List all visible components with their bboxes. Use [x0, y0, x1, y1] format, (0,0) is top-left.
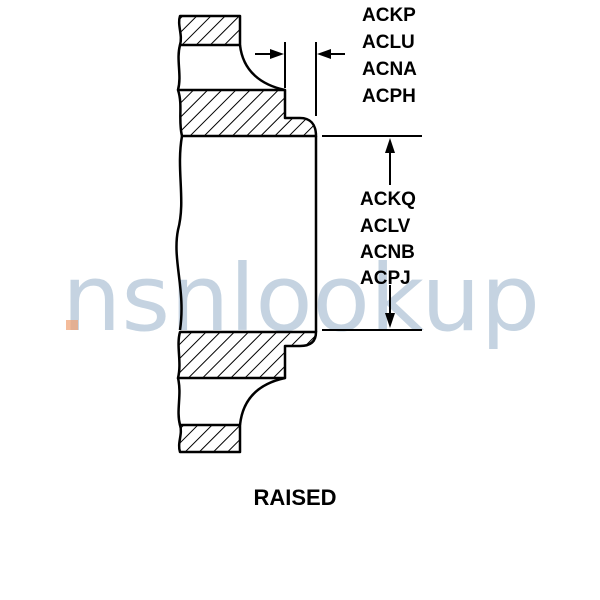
flange-section	[175, 14, 318, 454]
label-side-1: ACKQ	[360, 189, 416, 210]
raised-face-diameter-dimension	[322, 135, 422, 331]
side-label-group: ACKQ ACLV ACNB ACPJ	[360, 189, 416, 289]
dim-arrowhead-down	[385, 313, 395, 328]
label-side-4: ACPJ	[360, 268, 411, 289]
raised-face-dimension	[255, 42, 345, 116]
watermark-dot	[66, 320, 78, 330]
bottom-flange-tip	[177, 423, 242, 454]
dim-arrowhead-up	[385, 138, 395, 153]
label-top-3: ACNA	[362, 59, 417, 80]
dim-arrowhead-left	[270, 49, 284, 59]
lower-hub-fillet	[176, 376, 286, 426]
top-flange-tip	[177, 14, 242, 47]
label-side-2: ACLV	[360, 216, 411, 237]
label-side-3: ACNB	[360, 242, 415, 263]
bore-left-break	[175, 135, 184, 331]
lower-body-section	[176, 330, 318, 380]
label-top-2: ACLU	[362, 32, 415, 53]
label-top-1: ACKP	[362, 5, 416, 26]
label-top-4: ACPH	[362, 86, 416, 107]
top-label-group: ACKP ACLU ACNA ACPH	[362, 5, 417, 107]
diagram-caption: RAISED	[253, 485, 336, 510]
upper-body-section	[176, 88, 318, 138]
dim-arrowhead-right	[317, 49, 331, 59]
upper-hub-fillet	[176, 44, 286, 92]
